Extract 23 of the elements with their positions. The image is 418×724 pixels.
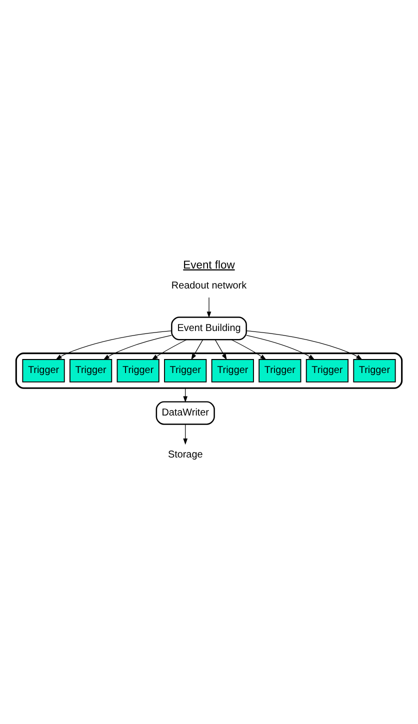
node-box: Trigger [164, 359, 207, 382]
node-box: Trigger [353, 359, 396, 382]
node-box: Trigger [70, 359, 112, 382]
diagram-title: Event flow [183, 259, 235, 272]
arrow [214, 340, 227, 360]
node-box: Trigger [211, 359, 254, 382]
node-text: Storage [168, 450, 203, 461]
node-box: Trigger [258, 359, 302, 382]
node-text: Readout network [171, 280, 247, 292]
arrow [246, 330, 362, 360]
arrow [103, 335, 172, 360]
node-box: Event Building [171, 316, 247, 340]
arrow [206, 297, 212, 318]
arrow [152, 339, 188, 360]
arrow [56, 330, 172, 360]
arrow [230, 339, 266, 360]
node-box: Trigger [306, 359, 348, 382]
node-box: DataWriter [156, 401, 215, 425]
node-box: Trigger [116, 359, 160, 382]
arrow [183, 424, 188, 445]
arrow [246, 335, 315, 360]
node-box: Trigger [22, 359, 65, 382]
arrow [191, 340, 204, 360]
